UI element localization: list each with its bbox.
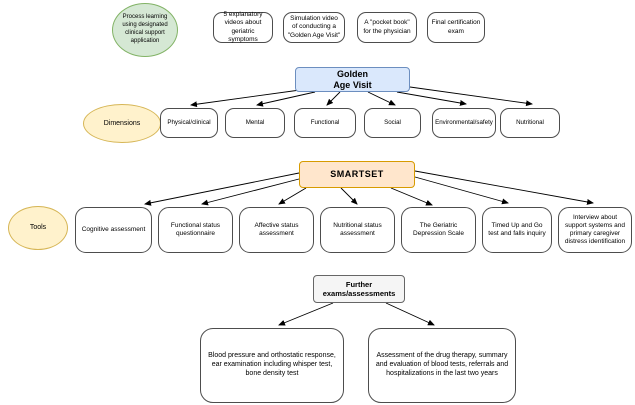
dimension-physical-clinical: Physical/clinical (160, 108, 218, 138)
process-learning-ellipse: Process learning using designated clinic… (112, 3, 178, 57)
tool-geriatric-depression-scale: The Geriatric Depression Scale (401, 207, 476, 253)
dimensions-label-ellipse: Dimensions (83, 104, 161, 143)
top-box-simulation: Simulation video of conducting a "Golden… (283, 12, 345, 43)
top-box-certification-exam: Final certification exam (427, 12, 485, 43)
tool-timed-up-and-go: Timed Up and Go test and falls inquiry (482, 207, 552, 253)
top-box-videos: 5 explanatory videos about geriatric sym… (213, 11, 273, 43)
smartset-node: SMARTSET (299, 161, 415, 188)
dimension-nutritional: Nutritional (500, 108, 560, 138)
further-box-drug-therapy: Assessment of the drug therapy, summary … (368, 328, 516, 403)
tool-affective-status-assessment: Affective status assessment (239, 207, 314, 253)
further-exams-node: Further exams/assessments (313, 275, 405, 303)
tool-caregiver-interview: Interview about support systems and prim… (558, 207, 632, 253)
top-box-pocket-book: A "pocket book" for the physician (357, 12, 417, 43)
dimension-social: Social (364, 108, 421, 138)
tool-cognitive-assessment: Cognitive assessment (75, 207, 152, 253)
tools-label-ellipse: Tools (8, 206, 68, 250)
further-box-blood-pressure: Blood pressure and orthostatic response,… (200, 328, 344, 403)
dimension-mental: Mental (225, 108, 285, 138)
dimension-functional: Functional (294, 108, 356, 138)
tool-nutritional-status-assessment: Nutritional status assessment (320, 207, 395, 253)
tool-functional-status-questionnaire: Functional status questionnaire (158, 207, 233, 253)
golden-age-visit-node: Golden Age Visit (295, 67, 410, 92)
dimension-environmental-safety: Environmental/safety (432, 108, 496, 138)
